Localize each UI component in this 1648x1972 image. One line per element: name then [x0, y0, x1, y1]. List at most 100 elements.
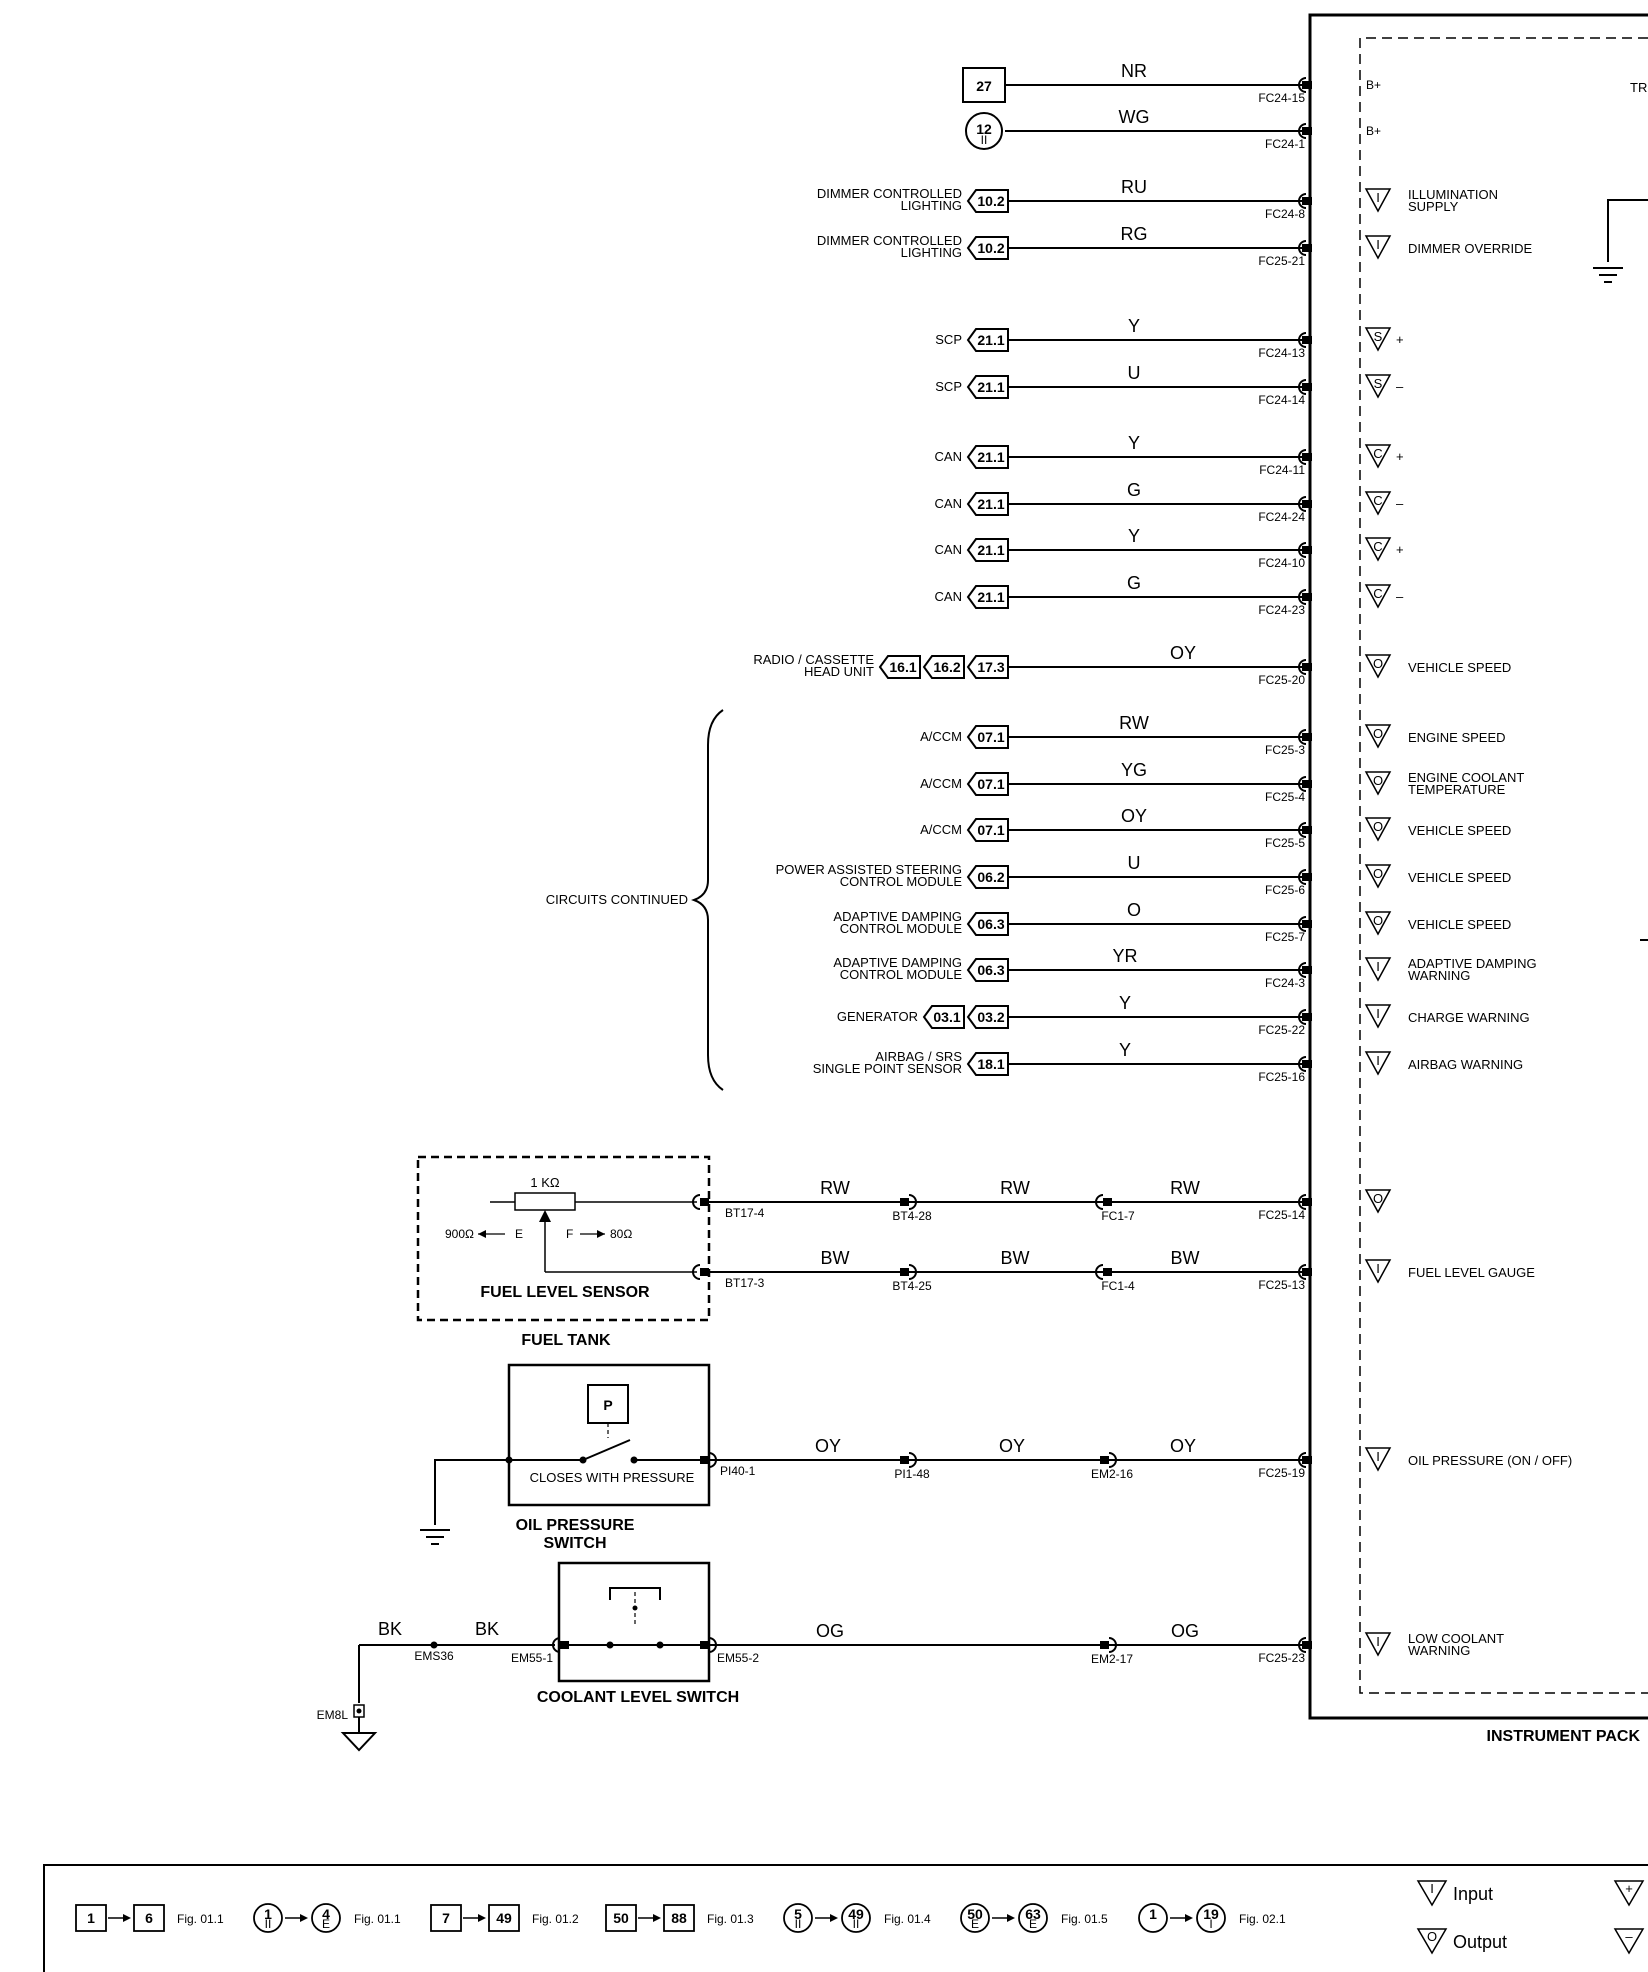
legend-ref: 7	[442, 1910, 450, 1926]
pin-arc	[1298, 332, 1307, 348]
port-polarity: +	[1396, 449, 1404, 464]
port-symbol: I	[1376, 1261, 1380, 1276]
pin-terminal	[1302, 873, 1312, 881]
legend-arrow-icon	[653, 1914, 661, 1922]
port-triangle-icon	[1364, 771, 1392, 796]
legend-circle-ref	[1138, 1903, 1168, 1933]
legend-figure: Fig. 01.1	[354, 1912, 401, 1926]
fuel-tank-outline	[416, 1155, 711, 1322]
port-triangle-icon	[1364, 911, 1392, 936]
pin-arc	[1298, 729, 1307, 745]
pin-id: FC25-4	[1265, 790, 1305, 804]
wire-color: Y	[1128, 526, 1140, 546]
legend-ref: 5	[794, 1906, 802, 1922]
pin-id: FC1-7	[1101, 1209, 1135, 1223]
source-label: A/CCM	[920, 822, 962, 837]
reference-tag-label: 06.2	[977, 869, 1004, 885]
module-title: INSTRUMENT PACK	[1487, 1728, 1641, 1745]
legend-ref: 50	[613, 1910, 629, 1926]
port-symbol: C	[1373, 539, 1382, 554]
splice-dot	[430, 1641, 438, 1649]
feed-ref-sub: II	[981, 133, 988, 147]
port-symbol: S	[1374, 329, 1383, 344]
legend-arrow-icon	[1007, 1914, 1015, 1922]
pin-arc	[1298, 240, 1307, 256]
port-label: ENGINE COOLANT	[1408, 770, 1524, 785]
tank-connector-terminal	[700, 1198, 709, 1206]
instrument-pack-outline	[1308, 13, 1648, 1720]
pin-arc	[1298, 1194, 1307, 1210]
pin-id: FC24-15	[1258, 91, 1305, 105]
oil-switch-title: SWITCH	[543, 1535, 606, 1552]
reference-tag-label: 17.3	[977, 659, 1004, 675]
pin-id: FC25-14	[1258, 1208, 1305, 1222]
port-label: ILLUMINATION	[1408, 187, 1498, 202]
pin-terminal	[1302, 453, 1312, 461]
pin-terminal	[1302, 593, 1312, 601]
legend-box-ref	[605, 1904, 637, 1932]
source-label: CAN	[935, 449, 962, 464]
module-partial-label: TR	[1630, 80, 1647, 95]
circuits-brace	[691, 709, 724, 1091]
pin-id: FC25-6	[1265, 883, 1305, 897]
port-label: VEHICLE SPEED	[1408, 823, 1511, 838]
pin-id: FC25-23	[1258, 1651, 1305, 1665]
fuel-sensor-label: FUEL LEVEL SENSOR	[480, 1284, 650, 1301]
coolant-connector-terminal	[560, 1641, 569, 1649]
pin-id: FC25-7	[1265, 930, 1305, 944]
pin-terminal	[1302, 127, 1312, 135]
port-triangle-icon	[1364, 235, 1392, 260]
port-symbol: O	[1373, 656, 1383, 671]
empty-marker: E	[515, 1227, 523, 1241]
port-triangle-icon	[1364, 1189, 1392, 1214]
eyelet-dot	[356, 1708, 362, 1714]
source-label: AIRBAG / SRS	[875, 1049, 962, 1064]
port-label: LOW COOLANT	[1408, 1631, 1504, 1646]
coolant-connector-terminal	[700, 1641, 709, 1649]
inline-connector-arc	[908, 1264, 917, 1280]
source-label: POWER ASSISTED STEERING	[776, 862, 962, 877]
inline-connector-terminal	[900, 1456, 909, 1464]
reference-tag-label: 21.1	[977, 589, 1004, 605]
pin-arc	[1298, 869, 1307, 885]
reference-tag	[966, 912, 1009, 936]
legend-ref: 50	[967, 1906, 983, 1922]
source-label: A/CCM	[920, 776, 962, 791]
port-label: VEHICLE SPEED	[1408, 660, 1511, 675]
wire-color: RW	[1119, 713, 1149, 733]
legend-ref-sub: E	[322, 1917, 330, 1931]
oil-switch-title: OIL PRESSURE	[516, 1517, 635, 1534]
pin-id: EM8L	[317, 1708, 349, 1722]
wire-color: YG	[1121, 760, 1147, 780]
legend-figure: Fig. 02.1	[1239, 1912, 1286, 1926]
reference-tag-label: 21.1	[977, 379, 1004, 395]
legend-ref: 19	[1203, 1906, 1219, 1922]
legend-arrow-icon	[1185, 1914, 1193, 1922]
wire-color: Y	[1119, 1040, 1131, 1060]
pin-arc	[1298, 962, 1307, 978]
pin-terminal	[1302, 1641, 1312, 1649]
coolant-switch-title: COOLANT LEVEL SWITCH	[537, 1689, 739, 1706]
legend-figure: Fig. 01.3	[707, 1912, 754, 1926]
port-symbol: C	[1373, 586, 1382, 601]
reference-tag	[966, 189, 1009, 213]
port-label: AIRBAG WARNING	[1408, 1057, 1523, 1072]
port-label: ADAPTIVE DAMPING	[1408, 956, 1537, 971]
wire-color: OY	[1121, 806, 1147, 826]
pin-terminal	[1302, 1268, 1312, 1276]
inline-connector-terminal	[1103, 1268, 1112, 1276]
legend-ref-sub: II	[795, 1917, 802, 1931]
source-label: SCP	[935, 379, 962, 394]
port-label: ENGINE SPEED	[1408, 730, 1506, 745]
float-plunger	[609, 1587, 661, 1600]
port-symbol: I	[1376, 1634, 1380, 1649]
wire-color: BW	[1171, 1248, 1200, 1268]
wire-color: OY	[815, 1436, 841, 1456]
reference-tag-label: 07.1	[977, 822, 1004, 838]
legend-ref: 88	[671, 1910, 687, 1926]
port-symbol: O	[1373, 819, 1383, 834]
source-label: ADAPTIVE DAMPING	[833, 909, 962, 924]
port-label: WARNING	[1408, 1643, 1470, 1658]
reference-tag-label: 16.2	[933, 659, 960, 675]
reference-tag	[922, 1005, 965, 1029]
